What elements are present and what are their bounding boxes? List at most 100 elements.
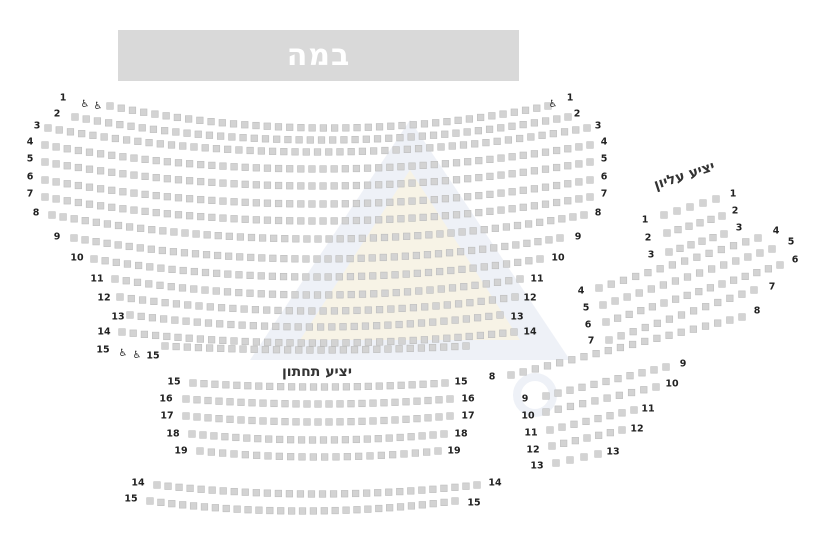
seat[interactable] bbox=[196, 447, 204, 455]
wheelchair-icon[interactable]: ♿ bbox=[119, 348, 128, 359]
seat[interactable] bbox=[243, 434, 251, 442]
seat[interactable] bbox=[211, 380, 219, 388]
seat[interactable] bbox=[572, 126, 580, 134]
seat[interactable] bbox=[497, 154, 505, 162]
seat[interactable] bbox=[545, 236, 553, 244]
seat[interactable] bbox=[602, 318, 610, 326]
seat[interactable] bbox=[351, 135, 359, 144]
seat[interactable] bbox=[203, 231, 211, 239]
seat[interactable] bbox=[586, 158, 594, 166]
seat[interactable] bbox=[280, 255, 288, 263]
seat[interactable] bbox=[363, 181, 372, 189]
seat[interactable] bbox=[201, 286, 209, 294]
seat[interactable] bbox=[270, 399, 278, 408]
seat[interactable] bbox=[458, 265, 466, 273]
seat[interactable] bbox=[426, 144, 434, 152]
seat[interactable] bbox=[197, 177, 205, 186]
seat[interactable] bbox=[330, 182, 338, 190]
seat[interactable] bbox=[197, 160, 205, 169]
seat[interactable] bbox=[241, 198, 249, 206]
seat[interactable] bbox=[247, 253, 255, 262]
seat[interactable] bbox=[644, 269, 652, 277]
seat[interactable] bbox=[297, 217, 305, 225]
seat[interactable] bbox=[314, 400, 322, 408]
seat[interactable] bbox=[485, 125, 494, 133]
seat[interactable] bbox=[440, 484, 448, 492]
seat[interactable] bbox=[377, 451, 385, 459]
seat[interactable] bbox=[446, 395, 454, 403]
seat[interactable] bbox=[197, 212, 205, 221]
seat[interactable] bbox=[129, 329, 137, 337]
seat[interactable] bbox=[519, 151, 527, 159]
seat[interactable] bbox=[284, 135, 292, 144]
seat[interactable] bbox=[391, 398, 399, 406]
seat[interactable] bbox=[556, 359, 564, 367]
seat[interactable] bbox=[627, 388, 636, 397]
seat[interactable] bbox=[364, 382, 372, 390]
seat[interactable] bbox=[308, 339, 317, 347]
seat[interactable] bbox=[108, 186, 116, 194]
seat[interactable] bbox=[701, 322, 710, 330]
seat[interactable] bbox=[570, 420, 578, 428]
seat[interactable] bbox=[274, 164, 283, 173]
seat[interactable] bbox=[429, 500, 437, 508]
seat[interactable] bbox=[347, 148, 355, 156]
seat[interactable] bbox=[628, 340, 637, 349]
seat[interactable] bbox=[407, 502, 416, 510]
seat[interactable] bbox=[497, 206, 505, 214]
seat[interactable] bbox=[549, 130, 557, 138]
seat[interactable] bbox=[111, 275, 119, 283]
seat[interactable] bbox=[193, 318, 201, 326]
seat[interactable] bbox=[381, 289, 389, 297]
seat[interactable] bbox=[226, 415, 234, 423]
seat[interactable] bbox=[244, 506, 252, 514]
seat[interactable] bbox=[379, 253, 387, 262]
seat[interactable] bbox=[768, 245, 776, 253]
wheelchair-icon[interactable]: ♿ bbox=[133, 350, 142, 361]
seat[interactable] bbox=[493, 278, 502, 286]
seat[interactable] bbox=[74, 181, 82, 190]
seat[interactable] bbox=[119, 205, 127, 213]
seat[interactable] bbox=[357, 272, 366, 280]
seat[interactable] bbox=[286, 182, 294, 190]
seat[interactable] bbox=[213, 269, 221, 277]
seat[interactable] bbox=[441, 177, 450, 185]
seat[interactable] bbox=[391, 233, 400, 241]
seat[interactable] bbox=[491, 261, 500, 270]
seat[interactable] bbox=[130, 206, 138, 214]
seat[interactable] bbox=[118, 328, 126, 336]
seat[interactable] bbox=[451, 342, 459, 351]
seat[interactable] bbox=[403, 232, 411, 240]
seat[interactable] bbox=[330, 436, 339, 444]
seat[interactable] bbox=[161, 127, 169, 135]
seat[interactable] bbox=[263, 216, 272, 224]
seat[interactable] bbox=[477, 297, 485, 305]
seat[interactable] bbox=[396, 433, 404, 442]
seat[interactable] bbox=[137, 312, 145, 321]
seat[interactable] bbox=[268, 272, 277, 280]
seat[interactable] bbox=[602, 377, 610, 386]
seat[interactable] bbox=[637, 306, 645, 315]
seat[interactable] bbox=[288, 383, 296, 391]
seat[interactable] bbox=[426, 286, 434, 294]
seat[interactable] bbox=[186, 484, 194, 492]
seat[interactable] bbox=[257, 290, 265, 298]
seat[interactable] bbox=[247, 233, 256, 242]
seat[interactable] bbox=[105, 119, 113, 127]
seat[interactable] bbox=[386, 215, 394, 223]
seat[interactable] bbox=[606, 412, 614, 420]
seat[interactable] bbox=[699, 199, 707, 207]
seat[interactable] bbox=[504, 136, 512, 144]
seat[interactable] bbox=[375, 504, 383, 513]
seat[interactable] bbox=[239, 345, 247, 353]
seat[interactable] bbox=[726, 316, 734, 324]
seat[interactable] bbox=[174, 333, 182, 341]
seat[interactable] bbox=[429, 431, 437, 439]
seat[interactable] bbox=[162, 112, 170, 120]
seat[interactable] bbox=[320, 507, 328, 515]
seat[interactable] bbox=[641, 323, 649, 332]
seat[interactable] bbox=[473, 481, 481, 489]
seat[interactable] bbox=[553, 163, 561, 172]
seat[interactable] bbox=[606, 429, 614, 437]
seat[interactable] bbox=[473, 314, 482, 322]
